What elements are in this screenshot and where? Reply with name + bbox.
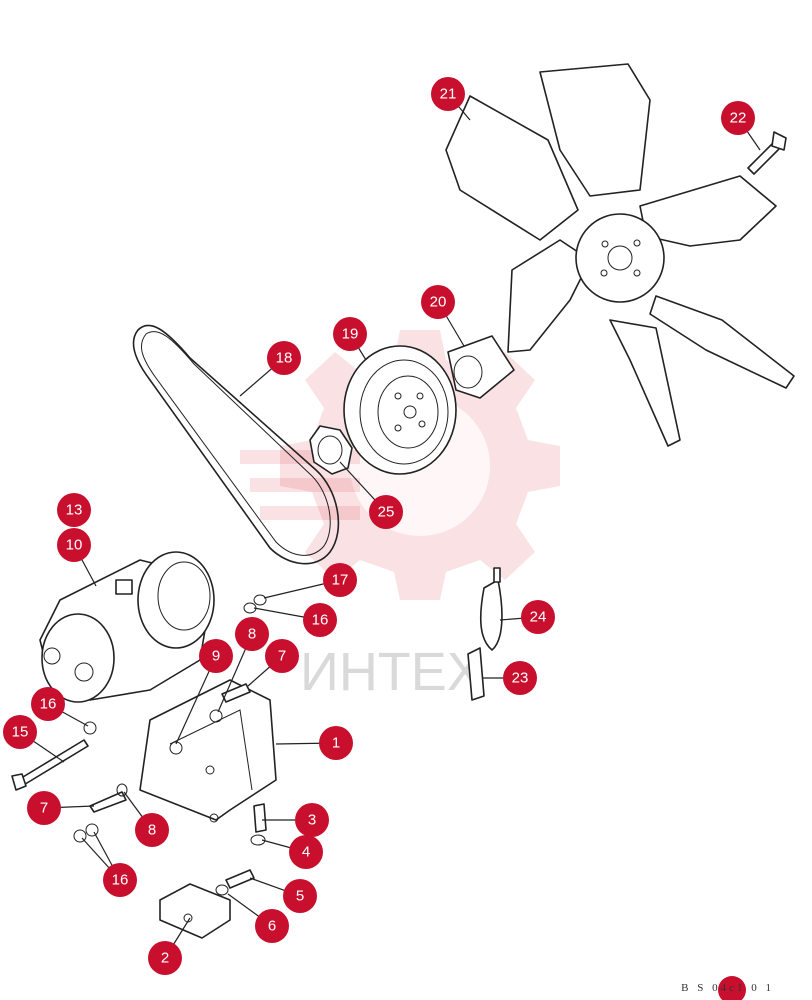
callout-24: 24 bbox=[521, 600, 555, 634]
svg-text:20: 20 bbox=[430, 294, 447, 311]
callout-16-right: 16 bbox=[303, 603, 337, 637]
callout-25: 25 bbox=[369, 495, 403, 529]
svg-text:7: 7 bbox=[278, 648, 286, 665]
svg-text:22: 22 bbox=[730, 110, 747, 127]
short-bolts bbox=[89, 683, 267, 889]
svg-text:2: 2 bbox=[161, 950, 169, 967]
svg-text:10: 10 bbox=[66, 537, 83, 554]
bracket bbox=[139, 679, 277, 823]
svg-text:5: 5 bbox=[296, 888, 304, 905]
svg-text:3: 3 bbox=[308, 812, 316, 829]
callout-9: 9 bbox=[199, 639, 233, 673]
pulley bbox=[343, 345, 457, 475]
callout-21: 21 bbox=[431, 77, 465, 111]
callout-16-bottom: 16 bbox=[103, 863, 137, 897]
fan-bolt bbox=[747, 131, 787, 175]
svg-text:17: 17 bbox=[332, 572, 349, 589]
svg-text:18: 18 bbox=[276, 350, 293, 367]
gasket bbox=[309, 425, 353, 475]
corner-marker bbox=[718, 976, 746, 1000]
callout-7-lower: 7 bbox=[27, 791, 61, 825]
watermark-text: ИНТЕХ bbox=[300, 642, 483, 702]
svg-text:25: 25 bbox=[378, 504, 395, 521]
svg-text:16: 16 bbox=[312, 612, 329, 629]
callout-13: 13 bbox=[57, 493, 91, 527]
svg-text:4: 4 bbox=[302, 844, 310, 861]
drive-belt bbox=[132, 324, 340, 565]
svg-text:24: 24 bbox=[530, 609, 547, 626]
callout-8-lower: 8 bbox=[135, 813, 169, 847]
fan bbox=[445, 63, 795, 447]
callout-3: 3 bbox=[295, 803, 329, 837]
callout-1: 1 bbox=[319, 726, 353, 760]
svg-text:16: 16 bbox=[112, 872, 129, 889]
callout-17: 17 bbox=[323, 563, 357, 597]
callout-18: 18 bbox=[267, 341, 301, 375]
callout-22: 22 bbox=[721, 101, 755, 135]
callout-19: 19 bbox=[333, 317, 367, 351]
svg-text:7: 7 bbox=[40, 800, 48, 817]
svg-text:6: 6 bbox=[268, 918, 276, 935]
svg-text:13: 13 bbox=[66, 502, 83, 519]
fan-spacer bbox=[447, 335, 515, 399]
callout-23: 23 bbox=[503, 661, 537, 695]
long-bolt bbox=[11, 739, 89, 791]
callout-20: 20 bbox=[421, 285, 455, 319]
callout-16-left: 16 bbox=[31, 687, 65, 721]
svg-text:16: 16 bbox=[40, 696, 57, 713]
callout-2: 2 bbox=[148, 941, 182, 975]
svg-text:19: 19 bbox=[342, 326, 359, 343]
callout-6: 6 bbox=[255, 909, 289, 943]
spacer-block bbox=[159, 883, 231, 939]
compressor bbox=[39, 551, 215, 703]
svg-text:15: 15 bbox=[12, 724, 29, 741]
callout-10: 10 bbox=[57, 528, 91, 562]
svg-text:9: 9 bbox=[212, 648, 220, 665]
strap bbox=[479, 567, 503, 651]
svg-text:1: 1 bbox=[332, 735, 340, 752]
callout-5: 5 bbox=[283, 879, 317, 913]
svg-text:21: 21 bbox=[440, 86, 457, 103]
drawing-code: B S 04c1 0 1 bbox=[681, 982, 774, 994]
belt-guide bbox=[467, 647, 485, 701]
svg-text:8: 8 bbox=[148, 822, 156, 839]
callout-4: 4 bbox=[289, 835, 323, 869]
svg-text:23: 23 bbox=[512, 670, 529, 687]
callout-8-upper: 8 bbox=[235, 617, 269, 651]
callout-15: 15 bbox=[3, 715, 37, 749]
callout-7-upper: 7 bbox=[265, 639, 299, 673]
washers bbox=[73, 594, 267, 896]
svg-text:8: 8 bbox=[248, 626, 256, 643]
